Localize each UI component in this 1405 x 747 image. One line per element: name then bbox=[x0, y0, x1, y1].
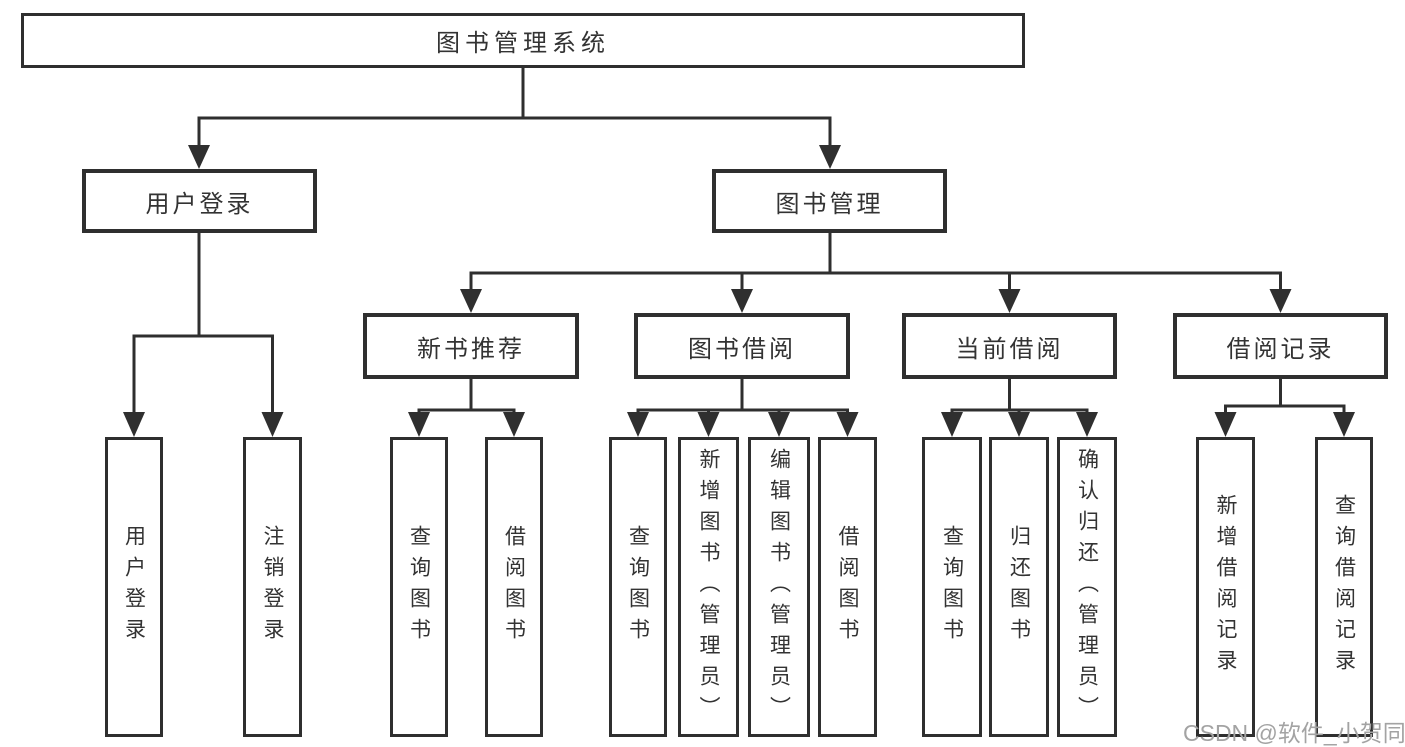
node-label: 图书借阅 bbox=[688, 335, 796, 363]
node-leaf-query-books-borrowing: 查询图书 bbox=[609, 437, 667, 737]
node-label: 新增图书（管理员） bbox=[697, 447, 720, 727]
node-book-borrowing: 图书借阅 bbox=[634, 313, 850, 379]
node-library-management-system: 图书管理系统 bbox=[21, 13, 1025, 68]
node-label: 借阅图书 bbox=[836, 525, 859, 649]
node-label: 查询图书 bbox=[626, 525, 650, 649]
node-label: 借阅图书 bbox=[502, 525, 526, 649]
node-label: 借阅记录 bbox=[1226, 335, 1335, 363]
node-label: 确认归还（管理员） bbox=[1075, 447, 1099, 727]
node-leaf-borrow-books-recommendation: 借阅图书 bbox=[485, 437, 543, 737]
node-leaf-query-books-recommendation: 查询图书 bbox=[390, 437, 448, 737]
node-leaf-borrow-books: 借阅图书 bbox=[818, 437, 877, 737]
node-label: 查询借阅记录 bbox=[1332, 494, 1356, 680]
node-leaf-return-books: 归还图书 bbox=[989, 437, 1049, 737]
node-label: 编辑图书（管理员） bbox=[767, 447, 791, 727]
node-label: 注销登录 bbox=[261, 525, 284, 649]
node-leaf-add-book-admin: 新增图书（管理员） bbox=[678, 437, 739, 737]
node-label: 查询图书 bbox=[407, 525, 431, 649]
node-leaf-query-books-current: 查询图书 bbox=[922, 437, 982, 737]
node-label: 用户登录 bbox=[122, 525, 146, 649]
node-leaf-user-login: 用户登录 bbox=[105, 437, 163, 737]
node-new-book-recommendation: 新书推荐 bbox=[363, 313, 579, 379]
node-leaf-query-borrow-record: 查询借阅记录 bbox=[1315, 437, 1373, 737]
node-label: 图书管理系统 bbox=[436, 30, 610, 57]
node-leaf-confirm-return-admin: 确认归还（管理员） bbox=[1057, 437, 1117, 737]
node-book-management: 图书管理 bbox=[712, 169, 947, 233]
watermark: CSDN @软件_小贺同学 bbox=[1183, 720, 1405, 746]
node-leaf-logout: 注销登录 bbox=[243, 437, 302, 737]
node-label: 当前借阅 bbox=[955, 335, 1064, 363]
node-label: 用户登录 bbox=[145, 190, 254, 218]
node-label: 新增借阅记录 bbox=[1214, 494, 1237, 680]
node-label: 查询图书 bbox=[940, 525, 964, 649]
node-label: 新书推荐 bbox=[417, 335, 525, 363]
node-leaf-edit-book-admin: 编辑图书（管理员） bbox=[748, 437, 810, 737]
node-current-borrowing: 当前借阅 bbox=[902, 313, 1117, 379]
node-label: 图书管理 bbox=[775, 190, 884, 218]
node-user-login: 用户登录 bbox=[82, 169, 317, 233]
node-leaf-add-borrow-record: 新增借阅记录 bbox=[1196, 437, 1255, 737]
node-borrowing-records: 借阅记录 bbox=[1173, 313, 1388, 379]
node-label: 归还图书 bbox=[1007, 525, 1031, 649]
